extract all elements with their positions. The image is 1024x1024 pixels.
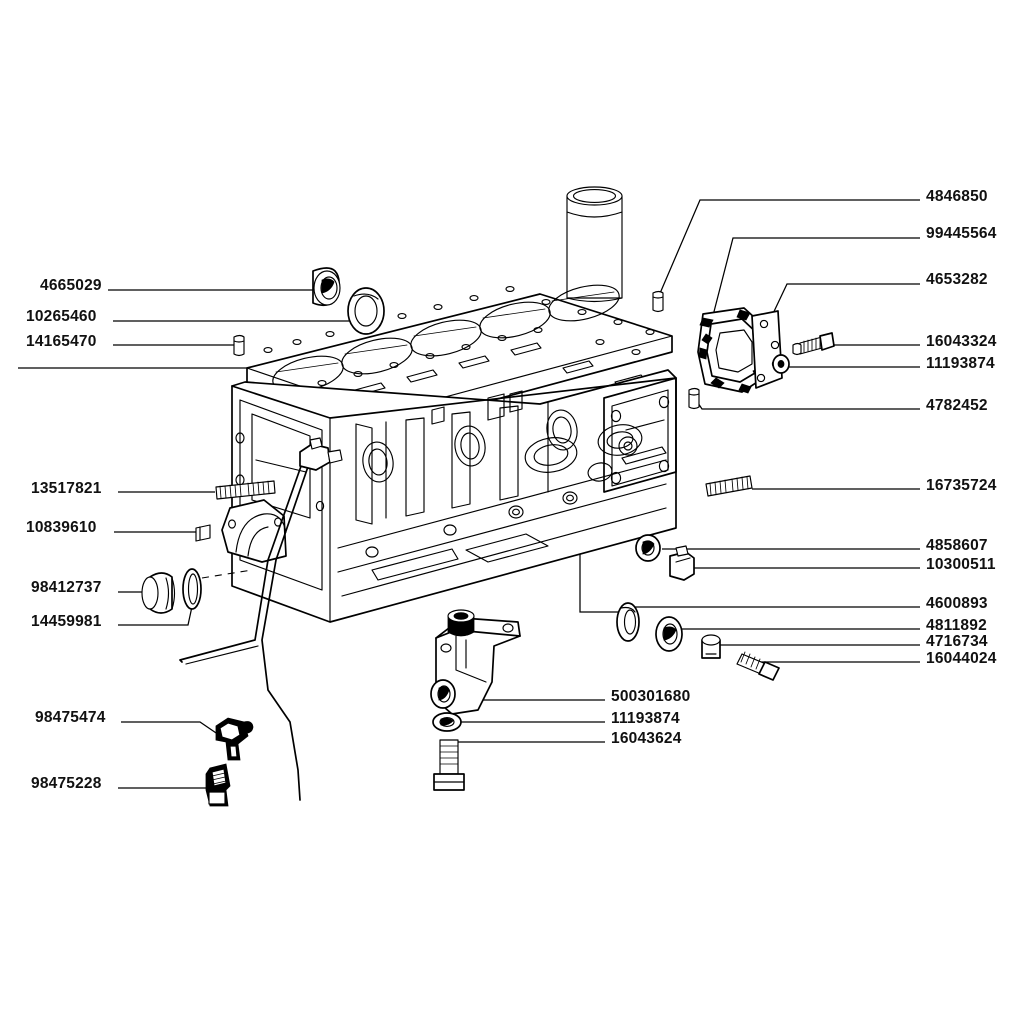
dowel-pin-upper-part: [652, 290, 664, 313]
main-bearing-cap-part: [221, 499, 287, 563]
gallery-plug-part: [669, 545, 695, 581]
callout-10265460: 10265460: [26, 308, 97, 325]
callout-500301680: 500301680: [611, 688, 691, 705]
callout-4811892: 4811892: [926, 617, 987, 634]
callout-16044024: 16044024: [926, 650, 997, 667]
stud-part: [705, 475, 753, 497]
callout-11193874-center: 11193874: [611, 710, 680, 727]
callout-4858607: 4858607: [926, 537, 988, 554]
callout-98475228: 98475228: [31, 775, 102, 792]
callout-11193874: 11193874: [926, 355, 995, 372]
callout-16735724: 16735724: [926, 477, 997, 494]
bracket-bolt-part: [433, 739, 465, 791]
callout-13517821: 13517821: [31, 480, 102, 497]
callout-10839610: 10839610: [26, 519, 97, 536]
leader-lines: [18, 199, 920, 789]
callout-14459981: 14459981: [31, 613, 102, 630]
callout-4846850: 4846850: [926, 188, 988, 205]
callout-99445564: 99445564: [926, 225, 997, 242]
core-plug-part: [141, 572, 176, 614]
callout-4600893: 4600893: [926, 595, 988, 612]
o-ring-part: [182, 568, 202, 610]
block-stud-part: [215, 480, 276, 500]
long-bolt-part: [736, 651, 780, 681]
callout-4653282: 4653282: [926, 271, 988, 288]
callout-4782452: 4782452: [926, 397, 988, 414]
spacer-sleeve-part: [701, 634, 721, 659]
flange-washer-part: [772, 354, 790, 374]
gallery-washer-part: [635, 534, 661, 562]
callout-14165470: 14165470: [26, 333, 97, 350]
dipstick-tube-part: [179, 437, 343, 801]
callout-16043324: 16043324: [926, 333, 997, 350]
thrust-ring-part: [616, 602, 640, 642]
callout-16043624: 16043624: [611, 730, 682, 747]
cylinder-block-part: [231, 369, 677, 623]
dowel-pin-part: [233, 334, 245, 357]
callout-4716734: 4716734: [926, 633, 988, 650]
flange-bolt-part: [792, 332, 835, 356]
callout-4665029: 4665029: [40, 277, 102, 294]
flange-gasket-part: [751, 310, 783, 389]
seal-ring-part: [347, 287, 385, 335]
dowel-pin-lower-part: [688, 387, 700, 410]
callout-98475474: 98475474: [35, 709, 106, 726]
oil-pump-bracket-part: [430, 609, 521, 715]
small-dowel-part: [195, 524, 211, 542]
plug-fitting-part: [205, 763, 231, 807]
cylinder-liner-part: [566, 186, 623, 303]
lock-washer-part: [655, 616, 683, 652]
callout-98412737: 98412737: [31, 579, 102, 596]
bracket-washer-part: [432, 712, 462, 732]
crank-seal-part: [312, 267, 341, 307]
oil-pressure-switch-part: [215, 717, 254, 761]
callout-10300511: 10300511: [926, 556, 996, 573]
